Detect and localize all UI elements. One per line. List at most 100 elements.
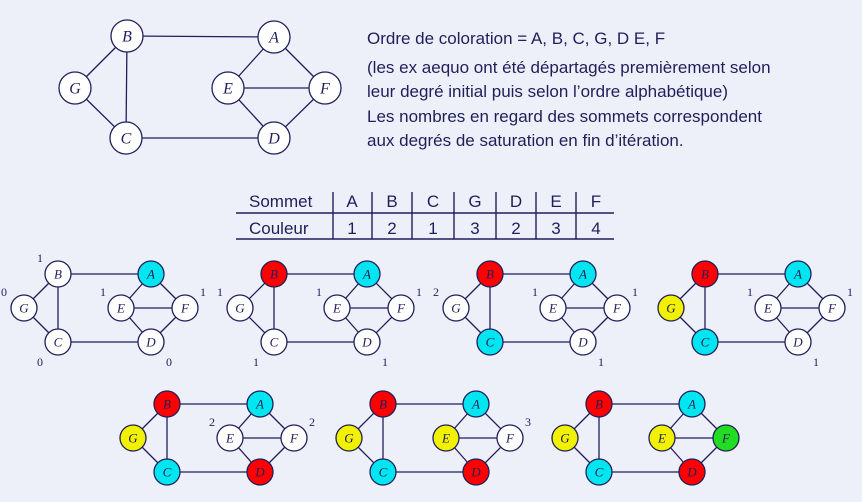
- node-label-a: A: [687, 397, 696, 412]
- node-label-g: G: [344, 431, 354, 446]
- node-b: [585, 390, 613, 418]
- node-label-g: G: [128, 431, 138, 446]
- node-f: [712, 424, 740, 452]
- node-label-c: C: [270, 335, 279, 350]
- table-vertex-e: E: [550, 192, 561, 211]
- node-b: [476, 260, 504, 288]
- degree-label-f: 1: [200, 285, 206, 299]
- node-label-c: C: [486, 335, 495, 350]
- node-label-a: A: [268, 30, 279, 47]
- node-b: [369, 390, 397, 418]
- node-f: [603, 294, 631, 322]
- table-row-label-couleur: Couleur: [249, 219, 309, 238]
- node-label-e: E: [222, 81, 233, 98]
- degree-label-c: 0: [37, 355, 43, 369]
- node-d: [246, 458, 274, 486]
- node-f: [171, 294, 199, 322]
- degree-label-d: 1: [382, 355, 388, 369]
- node-label-d: D: [267, 131, 280, 148]
- node-label-c: C: [163, 465, 172, 480]
- degree-label-d: 1: [598, 355, 604, 369]
- table-row-label-sommet: Sommet: [249, 192, 313, 211]
- node-label-f: F: [721, 431, 731, 446]
- node-c: [369, 458, 397, 486]
- node-label-g: G: [69, 81, 81, 98]
- edge-b-c: [125, 35, 128, 139]
- node-c: [153, 458, 181, 486]
- degree-label-d: 0: [166, 355, 172, 369]
- table-vertex-g: G: [468, 192, 481, 211]
- node-label-c: C: [379, 465, 388, 480]
- node-label-e: E: [657, 431, 666, 446]
- node-f: [818, 294, 846, 322]
- node-label-g: G: [451, 301, 461, 316]
- node-b: [44, 260, 72, 288]
- degree-label-g: 0: [1, 285, 7, 299]
- node-g: [226, 294, 254, 322]
- description-line-1: Ordre de coloration = A, B, C, G, D E, F: [367, 29, 665, 48]
- node-label-d: D: [686, 465, 697, 480]
- node-label-b: B: [54, 267, 62, 282]
- node-label-a: A: [362, 267, 371, 282]
- node-label-a: A: [255, 397, 264, 412]
- node-d: [569, 328, 597, 356]
- node-e: [648, 424, 676, 452]
- node-g: [10, 294, 38, 322]
- node-label-e: E: [548, 301, 557, 316]
- table-color-d: 2: [511, 219, 520, 238]
- table-vertex-a: A: [346, 192, 358, 211]
- node-label-a: A: [793, 267, 802, 282]
- node-label-c: C: [121, 131, 132, 148]
- node-c: [691, 328, 719, 356]
- node-d: [678, 458, 706, 486]
- node-label-d: D: [361, 335, 372, 350]
- node-a: [569, 260, 597, 288]
- node-f: [280, 424, 308, 452]
- node-a: [784, 260, 812, 288]
- node-label-g: G: [666, 301, 676, 316]
- degree-label-e: 1: [532, 285, 538, 299]
- node-e: [216, 424, 244, 452]
- node-d: [784, 328, 812, 356]
- table-vertex-f: F: [591, 192, 601, 211]
- node-label-d: D: [145, 335, 156, 350]
- node-label-f: F: [827, 301, 837, 316]
- node-label-e: E: [763, 301, 772, 316]
- node-a: [678, 390, 706, 418]
- degree-label-e: 1: [747, 285, 753, 299]
- table-color-f: 4: [591, 219, 600, 238]
- degree-label-g: 2: [433, 285, 439, 299]
- description-line-3: leur degré initial puis selon l’ordre al…: [367, 82, 728, 101]
- table-color-c: 1: [428, 219, 437, 238]
- node-g: [551, 424, 579, 452]
- degree-label-b: 1: [37, 251, 43, 265]
- node-b: [691, 260, 719, 288]
- node-label-b: B: [379, 397, 387, 412]
- table-vertex-d: D: [510, 192, 522, 211]
- node-label-e: E: [116, 301, 125, 316]
- node-label-f: F: [396, 301, 406, 316]
- table-color-g: 3: [470, 219, 479, 238]
- description-line-5: aux degrés de saturation en fin d’itérat…: [367, 131, 684, 150]
- node-g: [442, 294, 470, 322]
- node-a: [353, 260, 381, 288]
- node-label-b: B: [595, 397, 603, 412]
- node-label-g: G: [19, 301, 29, 316]
- degree-label-d: 1: [813, 355, 819, 369]
- degree-label-g: 1: [217, 285, 223, 299]
- node-label-b: B: [122, 29, 132, 46]
- degree-label-f: 2: [309, 415, 315, 429]
- table-color-e: 3: [551, 219, 560, 238]
- node-label-d: D: [470, 465, 481, 480]
- degree-label-f: 3: [525, 415, 531, 429]
